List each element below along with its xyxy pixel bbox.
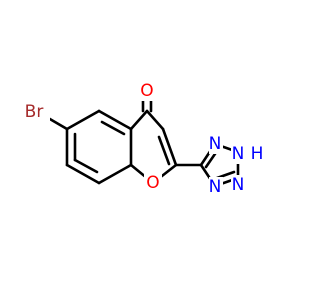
tetrazole-n-upper-label: N — [209, 134, 222, 154]
bond — [161, 127, 178, 167]
bond — [129, 109, 149, 131]
bond — [145, 109, 165, 131]
carbonyl-oxygen-label: O — [140, 81, 153, 101]
molecule-diagram: O O Br N N N N H — [20, 81, 264, 197]
bond — [97, 163, 133, 185]
ring-oxygen-label: O — [146, 173, 159, 193]
bromine-label: Br — [25, 102, 44, 122]
bond — [65, 109, 101, 131]
atom-label-layer: O O Br N N N N H — [20, 81, 264, 197]
bond — [100, 120, 126, 136]
bond — [73, 158, 99, 174]
bond — [157, 135, 171, 166]
tetrazole-n-bottom-label: N — [232, 175, 245, 195]
tetrazole-n-lower-label: N — [209, 177, 222, 197]
hydrogen-label: H — [251, 144, 264, 164]
tetrazole-nh-label: N — [232, 144, 245, 164]
bond — [97, 109, 133, 131]
bond — [65, 163, 101, 185]
